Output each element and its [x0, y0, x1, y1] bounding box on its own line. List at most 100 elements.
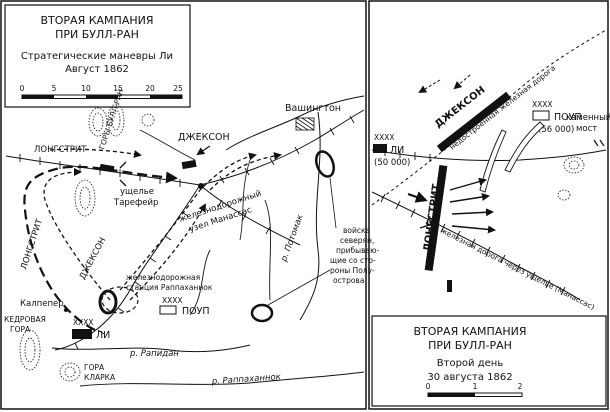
longstreet-top-unit [99, 163, 115, 173]
manassas-gap-railroad-label: железная дорога через ущелье (Манассас) [439, 226, 596, 312]
small-unit-right [447, 280, 452, 292]
pope-corps-mark: XXXX [162, 296, 183, 305]
rappahannock-station-oval [101, 286, 139, 314]
union-reinforcement-oval-1 [315, 150, 335, 178]
right-feint-arrow-1 [418, 79, 441, 94]
longstreet-side-label: ЛОНГСТРИТ [19, 217, 45, 271]
right-hill [557, 156, 585, 201]
right-scale-tick-1: 1 [473, 382, 478, 391]
svg-text:щие со сто-: щие со сто- [330, 256, 376, 265]
right-title-line1: ВТОРАЯ КАМПАНИЯ [414, 325, 527, 338]
right-title-line2: ПРИ БУЛЛ-РАН [428, 339, 512, 352]
pope-corps-mark-right: XXXX [532, 100, 553, 109]
left-scale-tick-0: 0 [20, 84, 25, 93]
union-reinforcement-oval-2 [250, 303, 274, 323]
pope-count-right: (56 000) [538, 125, 574, 135]
lee-count-right: (50 000) [374, 158, 410, 168]
left-scale-tick-10: 10 [81, 84, 91, 93]
left-map: ВТОРАЯ КАМПАНИЯ ПРИ БУЛЛ-РАН Стратегичес… [4, 4, 379, 387]
left-title-line1: ВТОРАЯ КАМПАНИЯ [41, 14, 154, 27]
clark-mountain-label-1: ГОРА [84, 363, 105, 372]
svg-text:роны Полу-: роны Полу- [330, 266, 375, 275]
clark-mountain-label-2: КЛАРКА [84, 373, 116, 382]
right-scale-tick-2: 2 [518, 382, 523, 391]
jackson-top-label: ДЖЕКСОН [178, 132, 230, 143]
rappahannock-station-label-1: железнодорожная [126, 273, 200, 282]
left-scale-bar: 0 5 10 15 20 25 [20, 84, 183, 99]
potomac-river [225, 95, 365, 151]
svg-text:прибываю-: прибываю- [336, 246, 379, 255]
cedar-mountain [19, 329, 41, 371]
right-feint-arrow-2 [453, 74, 471, 90]
small-river-2 [264, 199, 271, 301]
minor-road-1 [139, 129, 196, 161]
pope-position-left [98, 289, 118, 315]
rappahannock-label: р. Раппаханнок [211, 372, 283, 387]
left-scale-tick-25: 25 [173, 84, 183, 93]
right-legend-box [371, 315, 607, 407]
lee-corps-mark: XXXX [73, 318, 94, 327]
jackson-top-unit [181, 159, 197, 170]
troops-note: войска северян, прибываю- щие со сто- ро… [330, 226, 379, 285]
left-subtitle-line2: Август 1862 [65, 64, 129, 75]
lee-unit-right [373, 144, 387, 153]
lee-label-right: ЛИ [390, 145, 404, 156]
bull-run-mountains [74, 103, 155, 217]
cedar-mountain-label-2: ГОРА [10, 325, 31, 334]
left-scale-tick-5: 5 [52, 84, 57, 93]
lee-corps-mark-right: XXXX [374, 133, 395, 142]
washington-label: Вашингтон [285, 103, 341, 114]
right-subtitle-line2: 30 августа 1862 [427, 372, 512, 383]
potomac-river-south [299, 111, 321, 321]
washington-city: Вашингтон [285, 103, 341, 131]
lee-unit [72, 329, 92, 339]
lee-label: ЛИ [96, 330, 110, 341]
thoroughfare-label-1: ущелье [120, 187, 154, 197]
manassas-junction-dot [198, 183, 204, 189]
pope-unit-box [159, 305, 177, 315]
troops-leader-1 [329, 177, 337, 229]
union-wedge-1 [479, 129, 507, 193]
troops-leader-2 [267, 269, 331, 306]
right-map: недостроенная железная дорога железная д… [371, 29, 610, 407]
cedar-mountain-label-1: КЕДРОВАЯ [4, 315, 46, 324]
left-title-line2: ПРИ БУЛЛ-РАН [55, 28, 139, 41]
right-scale-bar: 0 1 2 [426, 382, 523, 397]
manassas-gap-railroad-ties [380, 193, 566, 296]
left-scale-tick-20: 20 [145, 84, 155, 93]
svg-text:северян,: северян, [340, 236, 374, 245]
jackson-line-right [436, 91, 512, 153]
left-map-frame [0, 0, 367, 410]
stone-bridge-label-1: каменный [566, 113, 610, 123]
longstreet-line-right [424, 164, 448, 272]
stone-bridge-label-2: мост [576, 124, 597, 134]
jackson-top-arrow [196, 145, 211, 156]
jackson-route-manassas [119, 152, 257, 291]
thoroughfare-gap [119, 161, 127, 187]
potomac-label: р. Потомак [279, 212, 306, 263]
left-scale-tick-15: 15 [113, 84, 123, 93]
clark-mountain [59, 362, 81, 382]
culpeper-label: Калпепер [20, 299, 64, 309]
thoroughfare-label-2: Тарефейр [113, 198, 158, 208]
manassas-gap-railroad [371, 191, 581, 301]
jackson-route-top [49, 148, 142, 158]
rapidan-label: р. Рапидан [129, 349, 179, 359]
rappahannock-station-label-2: станция Раппаханнок [126, 283, 213, 292]
svg-text:войска: войска [343, 226, 370, 235]
jackson-side-label: ДЖЕКСОН [78, 236, 109, 282]
culpeper-dot [64, 308, 68, 312]
rappahannock-river [79, 371, 365, 387]
withdraw-route-right [209, 152, 282, 191]
confederate-counterattack-arrows [407, 177, 496, 234]
stone-bridge-mark [593, 139, 605, 147]
longstreet-route-manassas [129, 203, 206, 301]
small-river-1 [189, 249, 211, 316]
rapidan-river [51, 344, 251, 353]
right-map-frame [368, 0, 609, 410]
right-scale-tick-0: 0 [426, 382, 431, 391]
pope-label-right: ПОУП [554, 112, 582, 123]
left-subtitle-line1: Стратегические маневры Ли [21, 51, 173, 62]
right-subtitle-line1: Второй день [437, 358, 504, 369]
